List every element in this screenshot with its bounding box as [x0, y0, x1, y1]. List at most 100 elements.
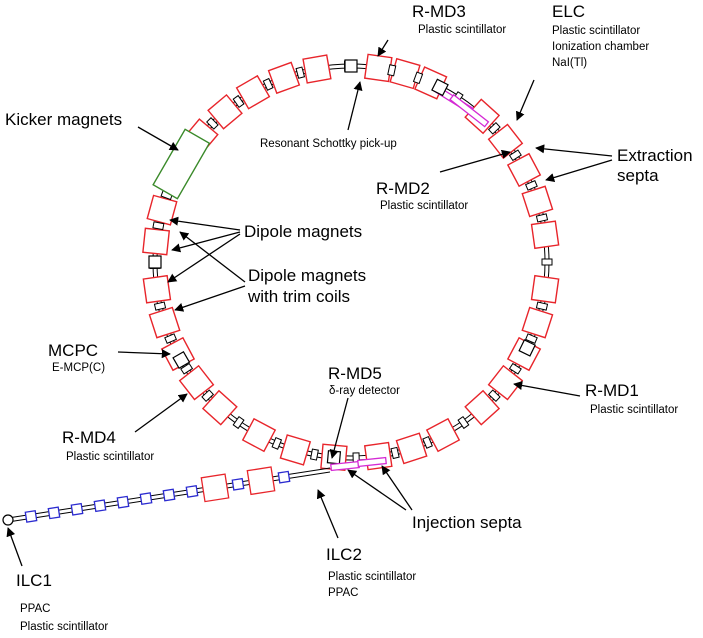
rmd3-desc: Plastic scintillator — [418, 24, 506, 36]
arrow-trim-1 — [179, 231, 246, 283]
quadrupole — [535, 213, 549, 223]
dipole-magnet — [464, 389, 501, 426]
dipole-magnet — [395, 432, 428, 465]
dipole-magnet — [506, 152, 542, 188]
quadrupole — [271, 436, 283, 450]
dipole-magnet — [142, 274, 172, 304]
quadrupole — [508, 149, 522, 162]
dipole-magnet — [201, 389, 238, 426]
arrow-dipole-3 — [167, 233, 241, 283]
arrow-rmd4 — [134, 393, 188, 433]
rmd4-desc: Plastic scintillator — [66, 451, 154, 463]
arrow-extraction-2 — [545, 159, 613, 182]
arrow-ilc1 — [6, 527, 23, 567]
quadrupole — [152, 221, 165, 231]
elc-desc-2: Ionization chamber — [552, 41, 649, 53]
rmd5-desc: δ-ray detector — [329, 385, 400, 397]
arrow-kicker — [137, 126, 179, 151]
quadrupole — [457, 416, 470, 430]
quadrupole — [201, 389, 215, 402]
quadrupole — [487, 122, 501, 135]
quadrupole — [524, 180, 538, 191]
dipole-magnet — [267, 61, 301, 95]
injection-quadrupole — [70, 502, 84, 516]
dipole-magnet — [302, 54, 332, 84]
ilc1-detector — [2, 514, 14, 526]
ilc2-desc-1: Plastic scintillator — [328, 571, 416, 583]
rmd1-detector — [518, 339, 536, 357]
injection-line — [2, 456, 387, 526]
dipole-magnet — [487, 123, 524, 160]
quadrupole — [206, 117, 219, 130]
quadrupole — [180, 362, 194, 375]
dipole-trim-title: Dipole magnets — [248, 266, 366, 285]
quadrupole — [508, 362, 522, 375]
quadrupole — [541, 258, 553, 266]
ilc1-desc-1: PPAC — [20, 603, 50, 615]
elc-title: ELC — [552, 2, 585, 21]
kicker-title: Kicker magnets — [5, 110, 122, 129]
arrow-ilc2 — [316, 489, 339, 539]
quadrupole — [295, 66, 306, 79]
mcpc-detector — [148, 255, 162, 269]
dipole-magnet — [235, 74, 271, 110]
rmd4-title: R-MD4 — [62, 428, 116, 447]
dipole-magnet — [530, 274, 560, 304]
kicker-magnet — [152, 128, 211, 200]
dipole-magnet — [389, 57, 421, 90]
quadrupole — [153, 301, 167, 311]
injection-quadrupole — [185, 484, 199, 498]
quadrupole — [524, 333, 538, 344]
dipole-magnet — [530, 220, 560, 250]
arrow-injection-2 — [381, 465, 413, 511]
rmd2-title: R-MD2 — [376, 179, 430, 198]
quadrupole — [309, 448, 319, 461]
quadrupole — [387, 64, 397, 77]
dipole-trim-line-2: with trim coils — [247, 287, 350, 306]
injection-quadrupole — [139, 492, 153, 506]
quadrupole — [422, 435, 433, 449]
ilc1-desc-2: Plastic scintillator — [20, 621, 108, 633]
arrow-rmd2 — [439, 149, 511, 173]
extraction-title: Extraction — [617, 146, 693, 165]
ilc2-desc-2: PPAC — [328, 587, 358, 599]
arrow-schottky — [347, 81, 363, 131]
dipole-magnet — [425, 417, 461, 453]
dipole-magnet — [241, 417, 277, 453]
dipole-magnet — [142, 227, 171, 256]
dipole-magnet — [148, 306, 181, 339]
rmd5-title: R-MD5 — [328, 364, 382, 383]
quadrupole — [390, 446, 400, 460]
elc-detector — [431, 78, 449, 97]
dipole-title: Dipole magnets — [244, 222, 362, 241]
injection-dipole — [200, 473, 230, 503]
rmd2-desc: Plastic scintillator — [380, 200, 468, 212]
injection-quadrupole — [277, 470, 291, 484]
quadrupole — [164, 333, 178, 344]
dipole-magnet — [521, 306, 554, 339]
injection-quadrupole — [24, 509, 38, 523]
quadrupole — [262, 77, 274, 91]
schottky-title: Resonant Schottky pick-up — [260, 138, 397, 150]
arrow-elc — [516, 79, 535, 121]
arrow-injection-1 — [347, 469, 407, 511]
dipole-magnet — [178, 364, 215, 401]
elc-desc-3: NaI(Tl) — [552, 57, 587, 69]
dipole-magnet — [521, 185, 554, 218]
injection-quadrupole — [116, 495, 130, 509]
dipole-magnet — [207, 93, 243, 130]
rmd4-detector — [172, 350, 191, 370]
annotation-labels: R-MD3 Plastic scintillator ELC Plastic s… — [5, 2, 693, 633]
injection-quadrupole — [162, 488, 176, 502]
injection-quadrupole — [231, 477, 245, 491]
dipole-magnet — [487, 364, 524, 401]
ilc1-title: ILC1 — [16, 571, 52, 590]
quadrupole — [412, 71, 424, 85]
elc-desc-1: Plastic scintillator — [552, 25, 640, 37]
rmd3-title: R-MD3 — [412, 2, 466, 21]
arrow-mcpc — [117, 349, 171, 359]
arrow-rmd3 — [377, 39, 389, 57]
rmd1-desc: Plastic scintillator — [590, 404, 678, 416]
dipole-magnet — [363, 53, 393, 83]
